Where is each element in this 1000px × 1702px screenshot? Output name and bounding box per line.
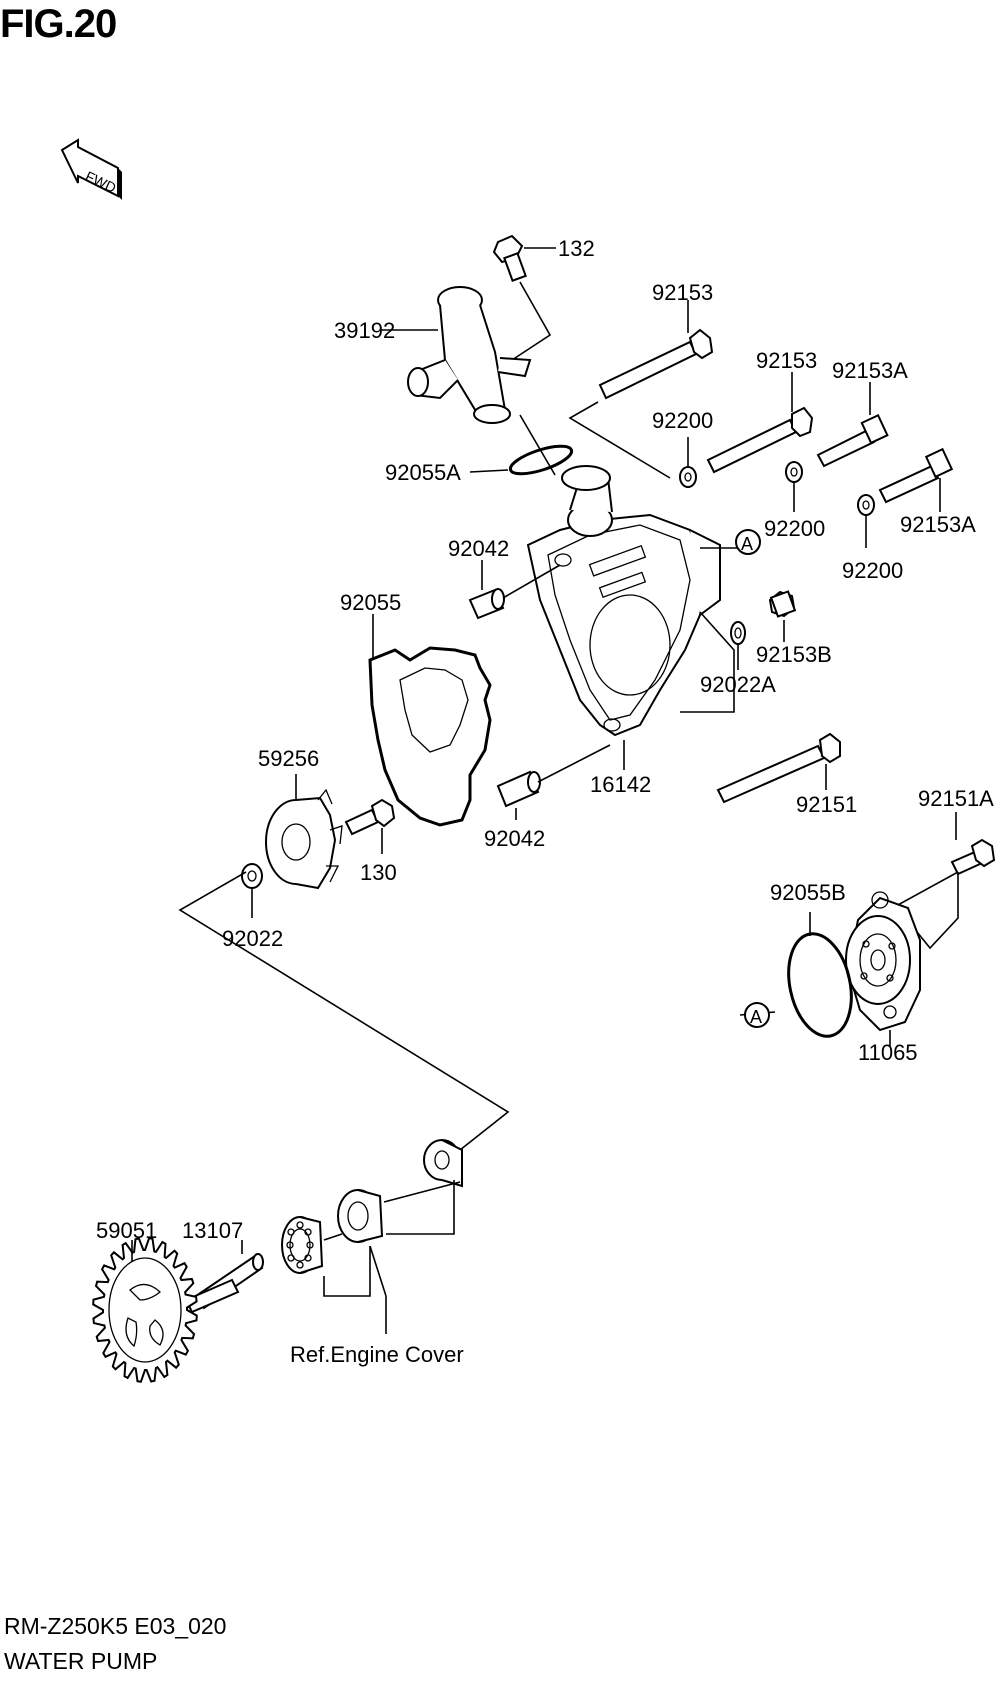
bolt-92153-upper [598, 328, 714, 400]
dowel-pin-92042-lower [496, 770, 541, 808]
callout-92022A: 92022A [700, 672, 776, 697]
ref-engine-cover-label: Ref.Engine Cover [290, 1342, 464, 1367]
impeller-59256 [265, 788, 343, 890]
washer-92200-c [857, 494, 875, 516]
washer-92200-a [679, 466, 697, 488]
callout-92055A: 92055A [385, 460, 461, 485]
callout-59051: 59051 [96, 1218, 157, 1243]
callout-11065: 11065 [858, 1040, 918, 1065]
callout-92151: 92151 [796, 792, 857, 817]
washer-92022 [241, 863, 263, 889]
o-ring-92055A [508, 444, 574, 476]
pump-body-11065 [845, 891, 921, 1032]
ball-bearing [281, 1216, 324, 1274]
model-code: RM-Z250K5 E03_020 [4, 1613, 227, 1639]
callout-92151A: 92151A [918, 786, 994, 811]
gasket-92055 [368, 646, 492, 827]
callout-39192: 39192 [334, 318, 395, 343]
section-name: WATER PUMP [4, 1648, 158, 1674]
callout-92153A-a: 92153A [832, 358, 908, 383]
callout-92055B: 92055B [770, 880, 846, 905]
callout-92022: 92022 [222, 926, 283, 951]
callout-92200-b: 92200 [764, 516, 825, 541]
callout-92153B: 92153B [756, 642, 832, 667]
o-ring-92055B [787, 932, 853, 1038]
callout-92042-a: 92042 [448, 536, 509, 561]
gear-59051 [92, 1237, 198, 1383]
callout-92153-a: 92153 [652, 280, 713, 305]
pump-shaft-13107 [184, 1253, 264, 1314]
callout-92153-b: 92153 [756, 348, 817, 373]
bolt-132-icon [492, 234, 527, 282]
bolt-92151A [950, 838, 996, 876]
callout-130: 130 [360, 860, 397, 885]
callout-92200-a: 92200 [652, 408, 713, 433]
bolt-92153A-lower [878, 447, 954, 504]
callout-16142: 16142 [590, 772, 651, 797]
callout-59256: 59256 [258, 746, 319, 771]
callout-13107: 13107 [182, 1218, 243, 1243]
fwd-arrow-icon: FWD [60, 138, 122, 200]
dowel-pin-92042-upper [468, 588, 505, 620]
svg-text:A: A [750, 1007, 762, 1027]
reference-marker-a-upper: A [735, 529, 761, 555]
bolt-92153B [768, 590, 797, 618]
washer-92022A [730, 621, 746, 645]
washer-92200-b [785, 461, 803, 483]
bolt-130 [344, 798, 396, 836]
bolt-92153-lower [706, 406, 814, 474]
water-hose-fitting-39192 [407, 286, 532, 424]
svg-text:A: A [741, 534, 753, 554]
oil-seal [423, 1139, 463, 1188]
bolt-92153A-upper [816, 413, 889, 468]
callout-132: 132 [558, 236, 595, 261]
callout-92042-b: 92042 [484, 826, 545, 851]
figure-title: FIG.20 [0, 2, 117, 46]
pump-cover-16142 [526, 465, 721, 737]
bolt-92151 [716, 732, 841, 804]
mechanical-seal [337, 1189, 384, 1243]
reference-marker-a-lower: A [744, 1002, 770, 1028]
callout-92200-c: 92200 [842, 558, 903, 583]
callout-92153A-b: 92153A [900, 512, 976, 537]
callout-92055: 92055 [340, 590, 401, 615]
